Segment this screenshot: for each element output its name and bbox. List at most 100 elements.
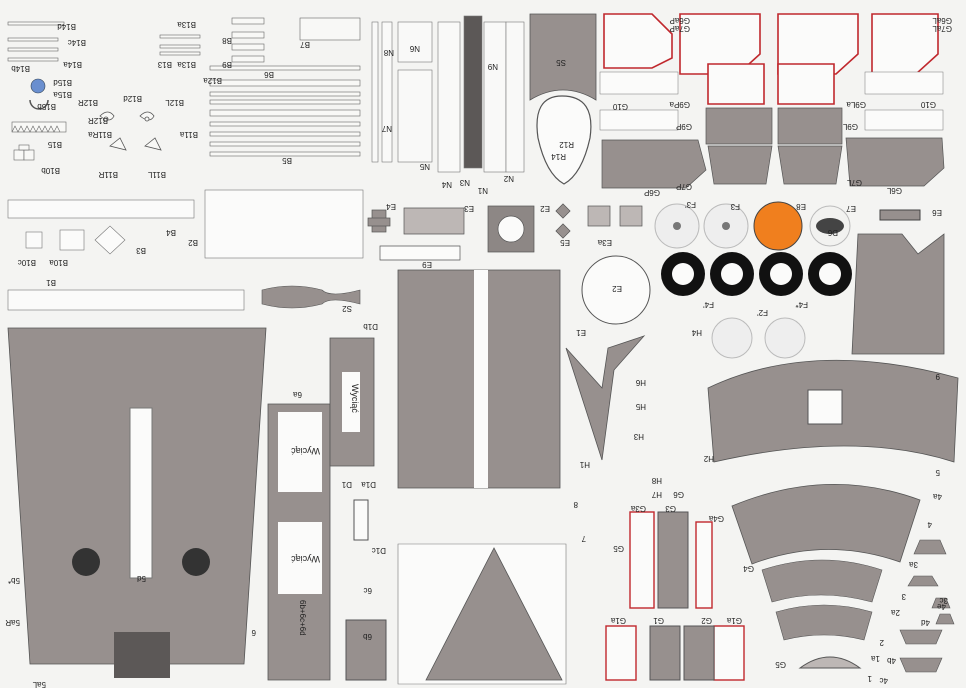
label-7: 7 bbox=[581, 534, 586, 543]
label-g9l: G9L bbox=[842, 122, 858, 131]
label-g7al: G7aL bbox=[932, 24, 952, 33]
label-n9: N9 bbox=[487, 62, 498, 71]
label-b13a: B13a bbox=[177, 60, 196, 69]
label-g10-left: G10 bbox=[612, 102, 628, 111]
label-g3a: G3a bbox=[630, 504, 646, 513]
label-6d: 6b+6c+6d bbox=[298, 600, 307, 636]
label-g6l: G6L bbox=[886, 186, 902, 195]
label-h1: H1 bbox=[579, 460, 590, 469]
label-g2: G2 bbox=[701, 616, 712, 625]
label-f3a: F3' bbox=[685, 200, 696, 209]
label-g6al: G6aL bbox=[932, 16, 952, 25]
label-1: 1 bbox=[867, 674, 872, 683]
label-h7: H7 bbox=[651, 490, 662, 499]
label-4e: 4e bbox=[937, 602, 946, 611]
label-wyciac-3: Wyciąć bbox=[350, 384, 360, 413]
label-b1: B1 bbox=[46, 278, 56, 287]
parts-g9 bbox=[601, 107, 945, 189]
label-n2: N2 bbox=[503, 174, 514, 183]
label-b10c: B10c bbox=[18, 258, 36, 267]
label-2a: 2a bbox=[891, 608, 900, 617]
label-6b: 6b bbox=[363, 632, 372, 641]
label-9: 9 bbox=[935, 372, 940, 381]
label-g1: G1 bbox=[653, 616, 664, 625]
label-e7: E7 bbox=[846, 204, 856, 213]
label-n5: N5 bbox=[419, 162, 430, 171]
label-e3a: E3a bbox=[597, 238, 612, 247]
label-d6: D6 bbox=[827, 228, 838, 237]
label-b4: B4 bbox=[166, 228, 176, 237]
part-9 bbox=[851, 233, 945, 355]
parts-e bbox=[367, 203, 643, 261]
part-g4 bbox=[731, 483, 921, 565]
label-6: 6 bbox=[251, 628, 256, 637]
label-e2: E2 bbox=[540, 204, 550, 213]
label-e9: E9 bbox=[422, 260, 432, 269]
label-4a: 4a bbox=[933, 492, 942, 501]
label-g1a2: G1a bbox=[726, 616, 742, 625]
label-g5b: G5 bbox=[775, 660, 786, 669]
label-3c: 3c bbox=[940, 596, 948, 605]
label-g9la: G9La bbox=[846, 100, 866, 109]
label-h4: H4 bbox=[691, 328, 702, 337]
label-e1: E1 bbox=[576, 328, 586, 337]
label-h3: H3 bbox=[633, 432, 644, 441]
label-f2a: F2' bbox=[757, 308, 768, 317]
label-6a: 6a bbox=[293, 390, 302, 399]
label-g6: G6 bbox=[673, 490, 684, 499]
label-g3: G3 bbox=[665, 504, 676, 513]
label-b10a: B10a bbox=[49, 258, 68, 267]
label-g9pa: G9Pa bbox=[669, 100, 690, 109]
label-b14c: B14c bbox=[68, 38, 86, 47]
labels: B14d B14c B14b B14a B15d B15a B15b B15 B… bbox=[5, 16, 952, 688]
label-b11ra: B11Ra bbox=[88, 130, 112, 139]
label-n8: N8 bbox=[383, 48, 394, 57]
parts-n bbox=[371, 15, 525, 173]
label-r12: R12 bbox=[559, 140, 574, 149]
label-g10-right: G10 bbox=[920, 100, 936, 109]
label-4b: 4b bbox=[887, 656, 896, 665]
label-2: 2 bbox=[879, 638, 884, 647]
label-n6: N6 bbox=[409, 44, 420, 53]
label-e2b: E2 bbox=[612, 284, 622, 293]
parts-b14 bbox=[7, 21, 67, 161]
parts-small-right bbox=[899, 539, 955, 673]
label-b10b: B10b bbox=[41, 166, 60, 175]
label-n3: N3 bbox=[459, 178, 470, 187]
label-b9: B9 bbox=[222, 60, 232, 69]
label-wyciac-1: Wyciąć bbox=[291, 446, 320, 456]
label-s5: S5 bbox=[556, 58, 566, 67]
label-3: 3 bbox=[901, 592, 906, 601]
label-b7: B7 bbox=[300, 40, 310, 49]
label-b11l: B11L bbox=[147, 170, 166, 179]
label-5d: 5d bbox=[137, 574, 146, 583]
label-b14a: B14a bbox=[63, 60, 82, 69]
label-wyciac-2: Wyciąć bbox=[291, 554, 320, 564]
label-s2: S2 bbox=[342, 304, 352, 313]
label-b12l: B12L bbox=[165, 98, 184, 107]
label-h2: H2 bbox=[703, 454, 714, 463]
label-b5: B5 bbox=[282, 156, 292, 165]
label-b14d: B14d bbox=[57, 22, 76, 31]
label-6c: 6c bbox=[364, 586, 372, 595]
label-n7: N7 bbox=[381, 124, 392, 133]
label-b15a: B15a bbox=[53, 90, 72, 99]
label-1a: 1a bbox=[871, 654, 880, 663]
label-5al: 5aL bbox=[32, 680, 46, 688]
label-b6: B6 bbox=[264, 70, 274, 79]
label-b15b: B15b bbox=[37, 102, 56, 111]
label-4c: 4c bbox=[880, 676, 888, 685]
label-g4a: G4a bbox=[708, 514, 724, 523]
label-e5: E5 bbox=[560, 238, 570, 247]
label-b15d: B15d bbox=[53, 78, 72, 87]
label-n1: N1 bbox=[477, 186, 488, 195]
label-g7p: G7P bbox=[676, 182, 692, 191]
label-g1a: G1a bbox=[610, 616, 626, 625]
label-b12r: B12R bbox=[78, 98, 98, 107]
label-b12r2: B12R bbox=[88, 116, 108, 125]
parts-g10 bbox=[599, 71, 944, 131]
label-h5: H5 bbox=[635, 402, 646, 411]
label-e6: E6 bbox=[932, 208, 942, 217]
label-g4: G4 bbox=[743, 564, 754, 573]
parts-b12-b11 bbox=[99, 111, 162, 151]
